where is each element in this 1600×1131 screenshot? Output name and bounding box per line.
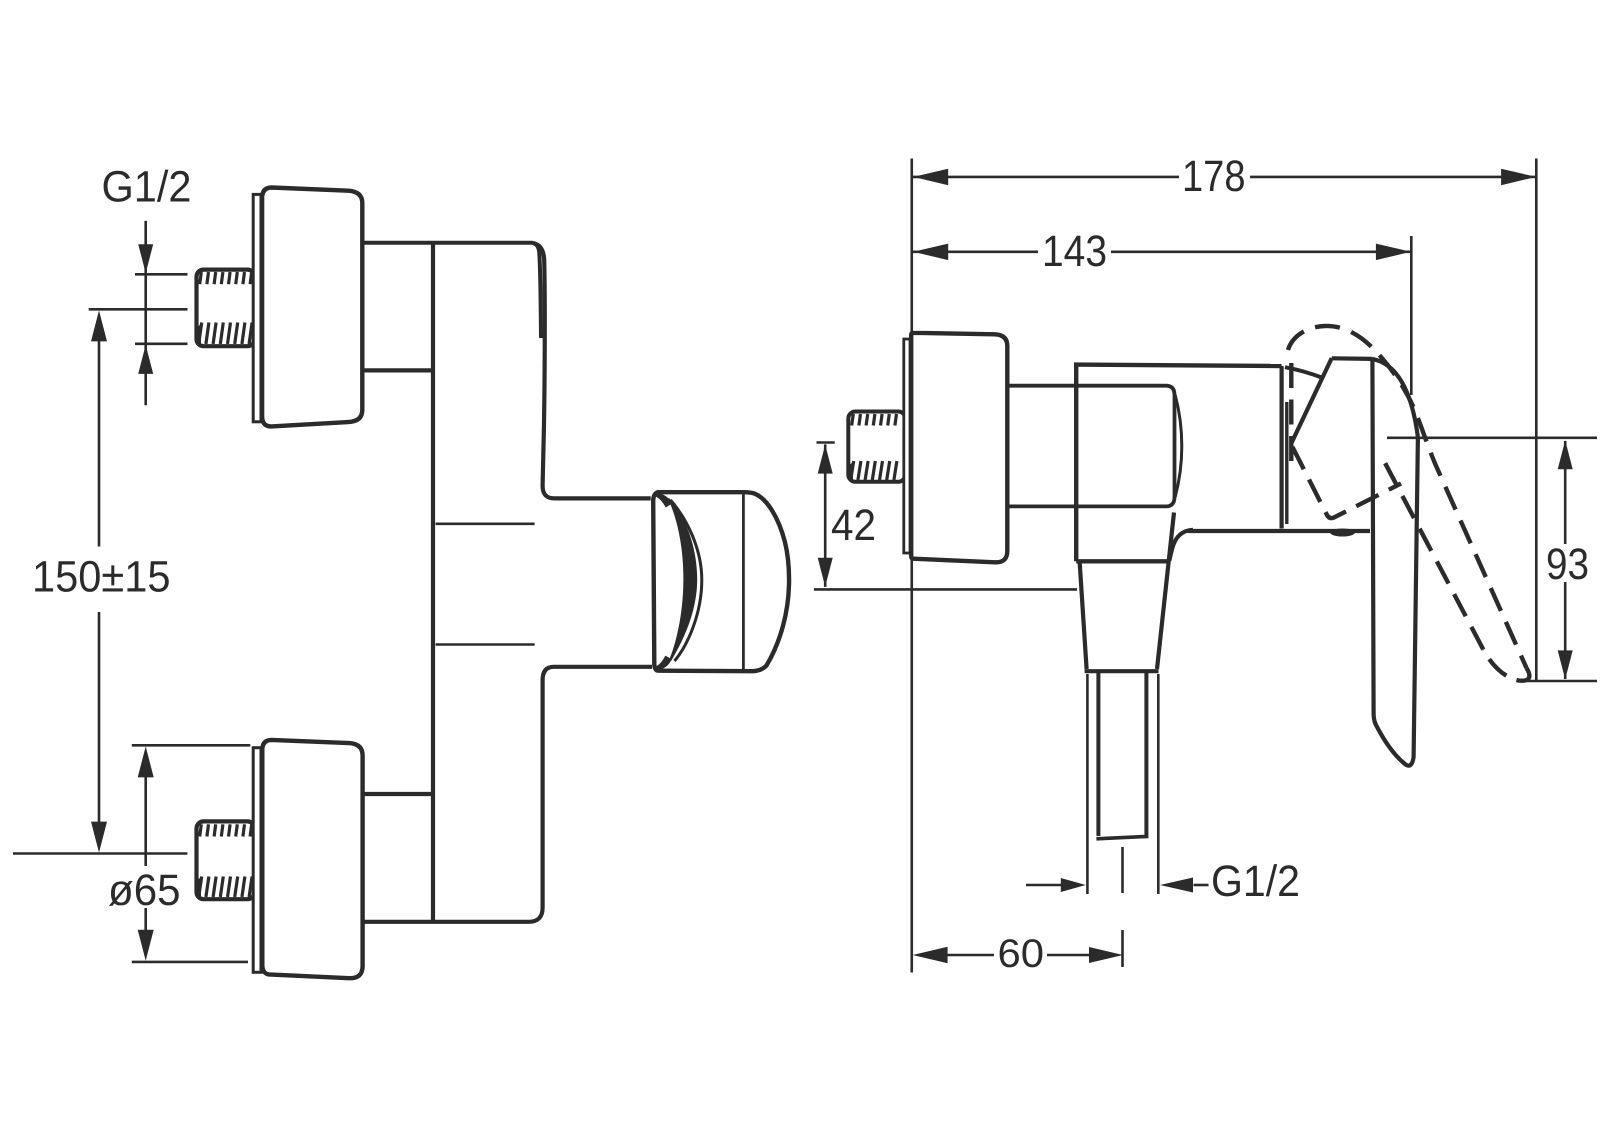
svg-text:G1/2: G1/2: [1211, 857, 1300, 906]
svg-text:178: 178: [1182, 152, 1246, 201]
svg-text:G1/2: G1/2: [102, 163, 192, 212]
svg-text:93: 93: [1546, 540, 1589, 589]
svg-text:143: 143: [1042, 227, 1107, 276]
svg-text:42: 42: [831, 501, 876, 550]
svg-text:60: 60: [998, 932, 1045, 976]
svg-text:ø65: ø65: [108, 866, 181, 915]
svg-text:150±15: 150±15: [32, 553, 171, 602]
